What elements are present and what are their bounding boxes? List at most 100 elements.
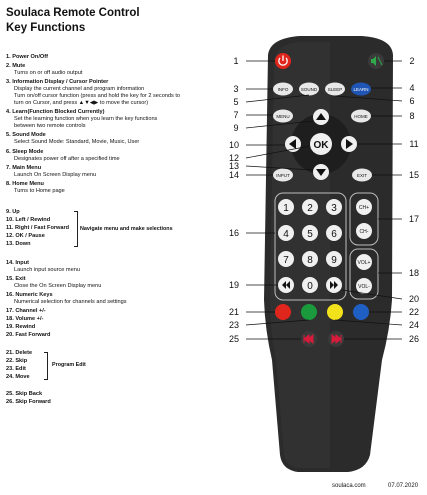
svg-text:7: 7 [283, 255, 289, 266]
page-title: Soulaca Remote Control [6, 7, 140, 19]
callout-23: 23 [229, 320, 239, 330]
callout-numbers: 1 3 5 7 9 10 12 13 14 16 19 21 23 25 2 4… [229, 56, 419, 344]
function-entry: 25. Skip Back [6, 391, 43, 397]
key-7: 7 [278, 251, 294, 267]
function-entry: 1. Power On/Off [6, 54, 48, 60]
volume-up-button: VOL+ [356, 254, 372, 270]
footer-date: 07.07.2020 [388, 483, 419, 489]
callout-2: 2 [409, 56, 414, 66]
svg-text:9: 9 [331, 255, 337, 266]
callout-17: 17 [409, 214, 419, 224]
info-button: INFO [273, 82, 293, 96]
nav-brace [74, 211, 78, 247]
skip-back-icon [303, 333, 314, 345]
callout-15: 15 [409, 170, 419, 180]
svg-text:3: 3 [331, 203, 337, 214]
callout-18: 18 [409, 268, 419, 278]
fast-forward-button [326, 277, 342, 293]
callout-5: 5 [233, 97, 238, 107]
sound-button: SOUND [299, 82, 319, 96]
key-5: 5 [302, 225, 318, 241]
svg-text:HOME: HOME [354, 114, 368, 119]
channel-down-button: CH- [356, 223, 372, 239]
callout-4: 4 [409, 83, 414, 93]
svg-text:6: 6 [331, 229, 337, 240]
program-entry: 21. Delete [6, 350, 33, 356]
callout-22: 22 [409, 307, 419, 317]
learn-button: LEARN [351, 82, 371, 96]
function-entry: 26. Skip Forward [6, 399, 51, 405]
mute-icon [371, 56, 376, 66]
right-arrow-icon [346, 139, 353, 149]
channel-up-button: CH+ [356, 199, 372, 215]
callout-7: 7 [233, 110, 238, 120]
fast-forward-icon [330, 281, 338, 289]
callout-16: 16 [229, 228, 239, 238]
footer-url: soulaca.com [332, 483, 366, 489]
callout-lines [245, 60, 403, 340]
key-2: 2 [302, 199, 318, 215]
callout-26: 26 [409, 334, 419, 344]
svg-text:SLEEP: SLEEP [328, 87, 343, 92]
svg-text:INFO: INFO [278, 87, 289, 92]
callout-3: 3 [233, 84, 238, 94]
svg-text:VOL+: VOL+ [358, 260, 371, 266]
callout-20: 20 [409, 294, 419, 304]
function-entry: 17. Channel +/- [6, 308, 46, 314]
numpad-frame [274, 192, 347, 301]
program-brace [44, 352, 48, 380]
callout-24: 24 [409, 320, 419, 330]
callout-21: 21 [229, 307, 239, 317]
svg-text:CH-: CH- [360, 229, 369, 235]
function-entry: 18. Volume +/- [6, 316, 44, 322]
program-entry: 22. Skip [6, 358, 28, 364]
key-0: 0 [302, 277, 318, 293]
callout-19: 19 [229, 280, 239, 290]
nav-group-label: Navigate menu and make selections [80, 226, 173, 232]
nav-entry: 13. Down [6, 241, 31, 247]
page-subtitle: Key Functions [6, 22, 86, 34]
svg-text:4: 4 [283, 229, 289, 240]
svg-text:INPUT: INPUT [276, 173, 290, 178]
green-key [301, 304, 317, 320]
callout-6: 6 [409, 96, 414, 106]
left-arrow-icon [289, 139, 296, 149]
home-button: HOME [351, 109, 371, 123]
key-6: 6 [326, 225, 342, 241]
callout-11: 11 [409, 139, 418, 149]
key-9: 9 [326, 251, 342, 267]
sleep-button: SLEEP [325, 82, 345, 96]
callout-12: 12 [229, 153, 239, 163]
svg-text:VOL-: VOL- [358, 284, 370, 290]
program-entry: 24. Move [6, 374, 30, 380]
exit-button: EXIT [352, 168, 372, 182]
nav-entry: 9. Up [6, 209, 20, 215]
menu-button: MENU [273, 109, 293, 123]
program-entry: 23. Edit [6, 366, 26, 372]
callout-14: 14 [229, 170, 239, 180]
up-arrow-icon [316, 113, 326, 120]
program-group-label: Program Edit [52, 362, 86, 368]
function-entry: 20. Fast Forward [6, 332, 51, 338]
blue-key [353, 304, 369, 320]
svg-text:LEARN: LEARN [353, 87, 368, 92]
yellow-key [327, 304, 343, 320]
ok-button: OK [310, 133, 332, 155]
svg-text:2: 2 [307, 203, 313, 214]
red-key [275, 304, 291, 320]
callout-10: 10 [229, 140, 239, 150]
volume-down-button: VOL- [356, 278, 372, 294]
function-entry: 19. Rewind [6, 324, 36, 330]
svg-text:OK: OK [314, 140, 330, 151]
svg-text:1: 1 [283, 203, 289, 214]
svg-text:EXIT: EXIT [357, 173, 367, 178]
key-3: 3 [326, 199, 342, 215]
function-entry: 3. Information Display / Cursor Pointer … [6, 79, 181, 106]
